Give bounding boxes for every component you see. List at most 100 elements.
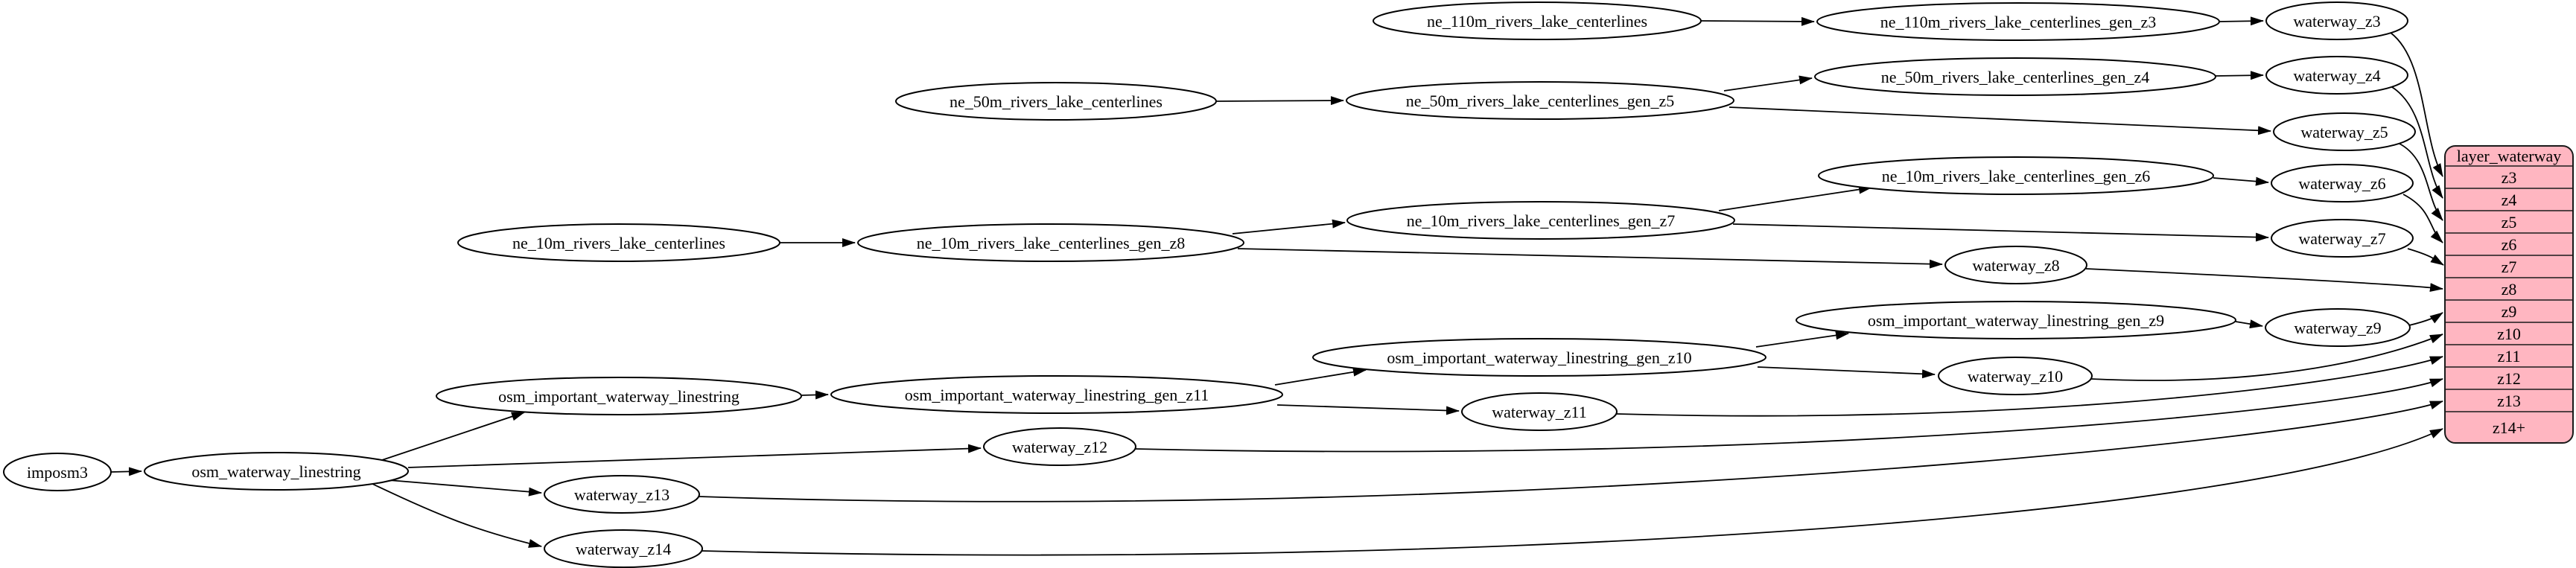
table-row-z14plus: z14+: [2493, 418, 2525, 437]
node-label: waterway_z8: [1972, 256, 2059, 275]
node-waterway-z9: waterway_z9: [2265, 308, 2411, 347]
edge-gen-z10-gen-z9: [1755, 331, 1849, 348]
node-label: ne_50m_rivers_lake_centerlines: [950, 92, 1163, 111]
node-label: ne_10m_rivers_lake_centerlines_gen_z7: [1407, 211, 1675, 230]
node-ne-50m-rivers-lake-centerlines: ne_50m_rivers_lake_centerlines: [895, 82, 1217, 121]
node-waterway-z8: waterway_z8: [1944, 246, 2087, 284]
edge-waterway-z10-table-z10: [2090, 334, 2443, 381]
table-title: layer_waterway: [2457, 147, 2561, 165]
edge-waterway-z8-table-z8: [2085, 268, 2443, 293]
node-label: ne_10m_rivers_lake_centerlines: [512, 234, 725, 252]
node-label: osm_important_waterway_linestring_gen_z9: [1868, 311, 2164, 330]
edge-osm-waterway-linestring-waterway-z13: [388, 479, 542, 497]
node-label: waterway_z9: [2294, 319, 2381, 337]
table-row-z13: z13: [2497, 392, 2521, 410]
node-waterway-z14: waterway_z14: [544, 529, 703, 568]
table-row-z12: z12: [2497, 369, 2521, 388]
layer-waterway-table: layer_waterway z3 z4 z5 z6 z7 z8 z9 z10 …: [2444, 145, 2574, 444]
node-ne-50m-rivers-lake-centerlines-gen-z5: ne_50m_rivers_lake_centerlines_gen_z5: [1346, 81, 1734, 120]
edge-gen-z7-waterway-z7: [1732, 223, 2269, 242]
table-row-z3: z3: [2502, 168, 2517, 187]
table-row-z9: z9: [2502, 302, 2517, 321]
node-label: waterway_z12: [1012, 438, 1107, 456]
table-row-z5: z5: [2502, 213, 2517, 232]
edge-waterway-z6-table-z6: [2402, 194, 2443, 243]
edge-waterway-z11-table-z11: [1616, 356, 2443, 417]
node-osm-important-waterway-linestring-gen-z10: osm_important_waterway_linestring_gen_z1…: [1312, 338, 1766, 377]
node-osm-important-waterway-linestring-gen-z11: osm_important_waterway_linestring_gen_z1…: [830, 375, 1283, 414]
node-waterway-z6: waterway_z6: [2271, 164, 2414, 202]
edge-gen-z11-waterway-z11: [1276, 404, 1460, 415]
edge-waterway-z4-table-z4: [2391, 86, 2443, 199]
node-waterway-z7: waterway_z7: [2271, 219, 2414, 258]
table-background: [2444, 145, 2574, 444]
node-osm-important-waterway-linestring-gen-z9: osm_important_waterway_linestring_gen_z9: [1796, 301, 2236, 339]
edge-waterway-z5-table-z5: [2397, 142, 2443, 221]
edge-gen-z5-waterway-z5: [1729, 106, 2271, 135]
edge-gen-z3-waterway-z3: [2219, 16, 2264, 26]
edge-gen-z11-gen-z10: [1274, 367, 1367, 386]
nodes-layer: imposm3 osm_waterway_linestring osm_impo…: [3, 1, 2416, 568]
node-label: waterway_z14: [576, 540, 671, 558]
edge-gen-z10-waterway-z10: [1757, 366, 1936, 379]
node-waterway-z4: waterway_z4: [2265, 56, 2408, 95]
table-row-z10: z10: [2497, 325, 2521, 343]
node-waterway-z10: waterway_z10: [1938, 357, 2093, 395]
table-row-z6: z6: [2502, 235, 2517, 254]
node-label: waterway_z5: [2300, 123, 2388, 141]
node-waterway-z12: waterway_z12: [983, 427, 1136, 466]
edge-ne-50m-gen-z5: [1215, 96, 1344, 106]
node-label: waterway_z6: [2298, 174, 2385, 193]
edge-imposm3-osm-waterway-linestring: [110, 467, 142, 476]
table-row-z4: z4: [2502, 191, 2517, 209]
node-label: waterway_z4: [2293, 66, 2380, 85]
node-osm-important-waterway-linestring: osm_important_waterway_linestring: [436, 377, 802, 415]
node-label: waterway_z3: [2293, 12, 2380, 31]
node-ne-10m-rivers-lake-centerlines: ne_10m_rivers_lake_centerlines: [457, 223, 780, 262]
node-ne-110m-rivers-lake-centerlines-gen-z3: ne_110m_rivers_lake_centerlines_gen_z3: [1816, 2, 2220, 41]
node-ne-10m-rivers-lake-centerlines-gen-z8: ne_10m_rivers_lake_centerlines_gen_z8: [857, 223, 1244, 262]
node-label: osm_important_waterway_linestring_gen_z1…: [905, 386, 1209, 404]
table-row-z8: z8: [2502, 280, 2517, 299]
edge-waterway-z14-table-z14plus: [702, 428, 2443, 556]
node-waterway-z13: waterway_z13: [544, 475, 700, 514]
node-label: ne_110m_rivers_lake_centerlines: [1427, 12, 1647, 31]
node-waterway-z11: waterway_z11: [1461, 392, 1618, 431]
edge-osm-waterway-linestring-osm-important-waterway-linestring: [379, 412, 525, 462]
edge-gen-z5-gen-z4: [1723, 75, 1813, 92]
node-imposm3: imposm3: [3, 453, 112, 491]
node-label: waterway_z7: [2298, 229, 2385, 248]
node-label: waterway_z10: [1968, 367, 2063, 386]
edge-gen-z9-waterway-z9: [2235, 319, 2263, 329]
node-label: ne_50m_rivers_lake_centerlines_gen_z5: [1406, 92, 1674, 110]
node-ne-10m-rivers-lake-centerlines-gen-z6: ne_10m_rivers_lake_centerlines_gen_z6: [1818, 156, 2214, 195]
node-label: ne_50m_rivers_lake_centerlines_gen_z4: [1881, 68, 2149, 86]
edge-gen-z7-gen-z6: [1718, 185, 1872, 211]
node-ne-10m-rivers-lake-centerlines-gen-z7: ne_10m_rivers_lake_centerlines_gen_z7: [1346, 201, 1735, 240]
edge-gen-z4-waterway-z4: [2215, 71, 2264, 80]
edge-waterway-z12-table-z12: [1135, 378, 2443, 453]
node-ne-50m-rivers-lake-centerlines-gen-z4: ne_50m_rivers_lake_centerlines_gen_z4: [1814, 57, 2216, 96]
edges-layer: [110, 16, 2444, 556]
node-waterway-z3: waterway_z3: [2265, 1, 2408, 40]
edge-waterway-z3-table-z3: [2390, 32, 2443, 177]
node-label: waterway_z11: [1492, 403, 1586, 421]
edge-ne-110m-gen-z3: [1700, 16, 1815, 26]
node-label: ne_10m_rivers_lake_centerlines_gen_z8: [917, 234, 1185, 252]
edge-waterway-z7-table-z7: [2407, 248, 2444, 266]
table-row-z7: z7: [2502, 258, 2517, 276]
edge-waterway-z13-table-z13: [699, 401, 2443, 502]
edge-gen-z8-gen-z7: [1232, 219, 1346, 234]
edge-waterway-z9-table-z9: [2408, 312, 2443, 326]
edge-osm-waterway-linestring-waterway-z12: [407, 444, 982, 468]
node-label: ne_10m_rivers_lake_centerlines_gen_z6: [1882, 167, 2150, 185]
node-ne-110m-rivers-lake-centerlines: ne_110m_rivers_lake_centerlines: [1373, 1, 1702, 40]
node-label: ne_110m_rivers_lake_centerlines_gen_z3: [1880, 13, 2157, 31]
node-waterway-z5: waterway_z5: [2273, 112, 2416, 151]
node-label: osm_important_waterway_linestring: [498, 387, 740, 406]
edge-gen-z8-waterway-z8: [1237, 248, 1943, 269]
node-label: osm_waterway_linestring: [191, 462, 360, 481]
edge-osm-waterway-linestring-waterway-z14: [372, 483, 542, 548]
